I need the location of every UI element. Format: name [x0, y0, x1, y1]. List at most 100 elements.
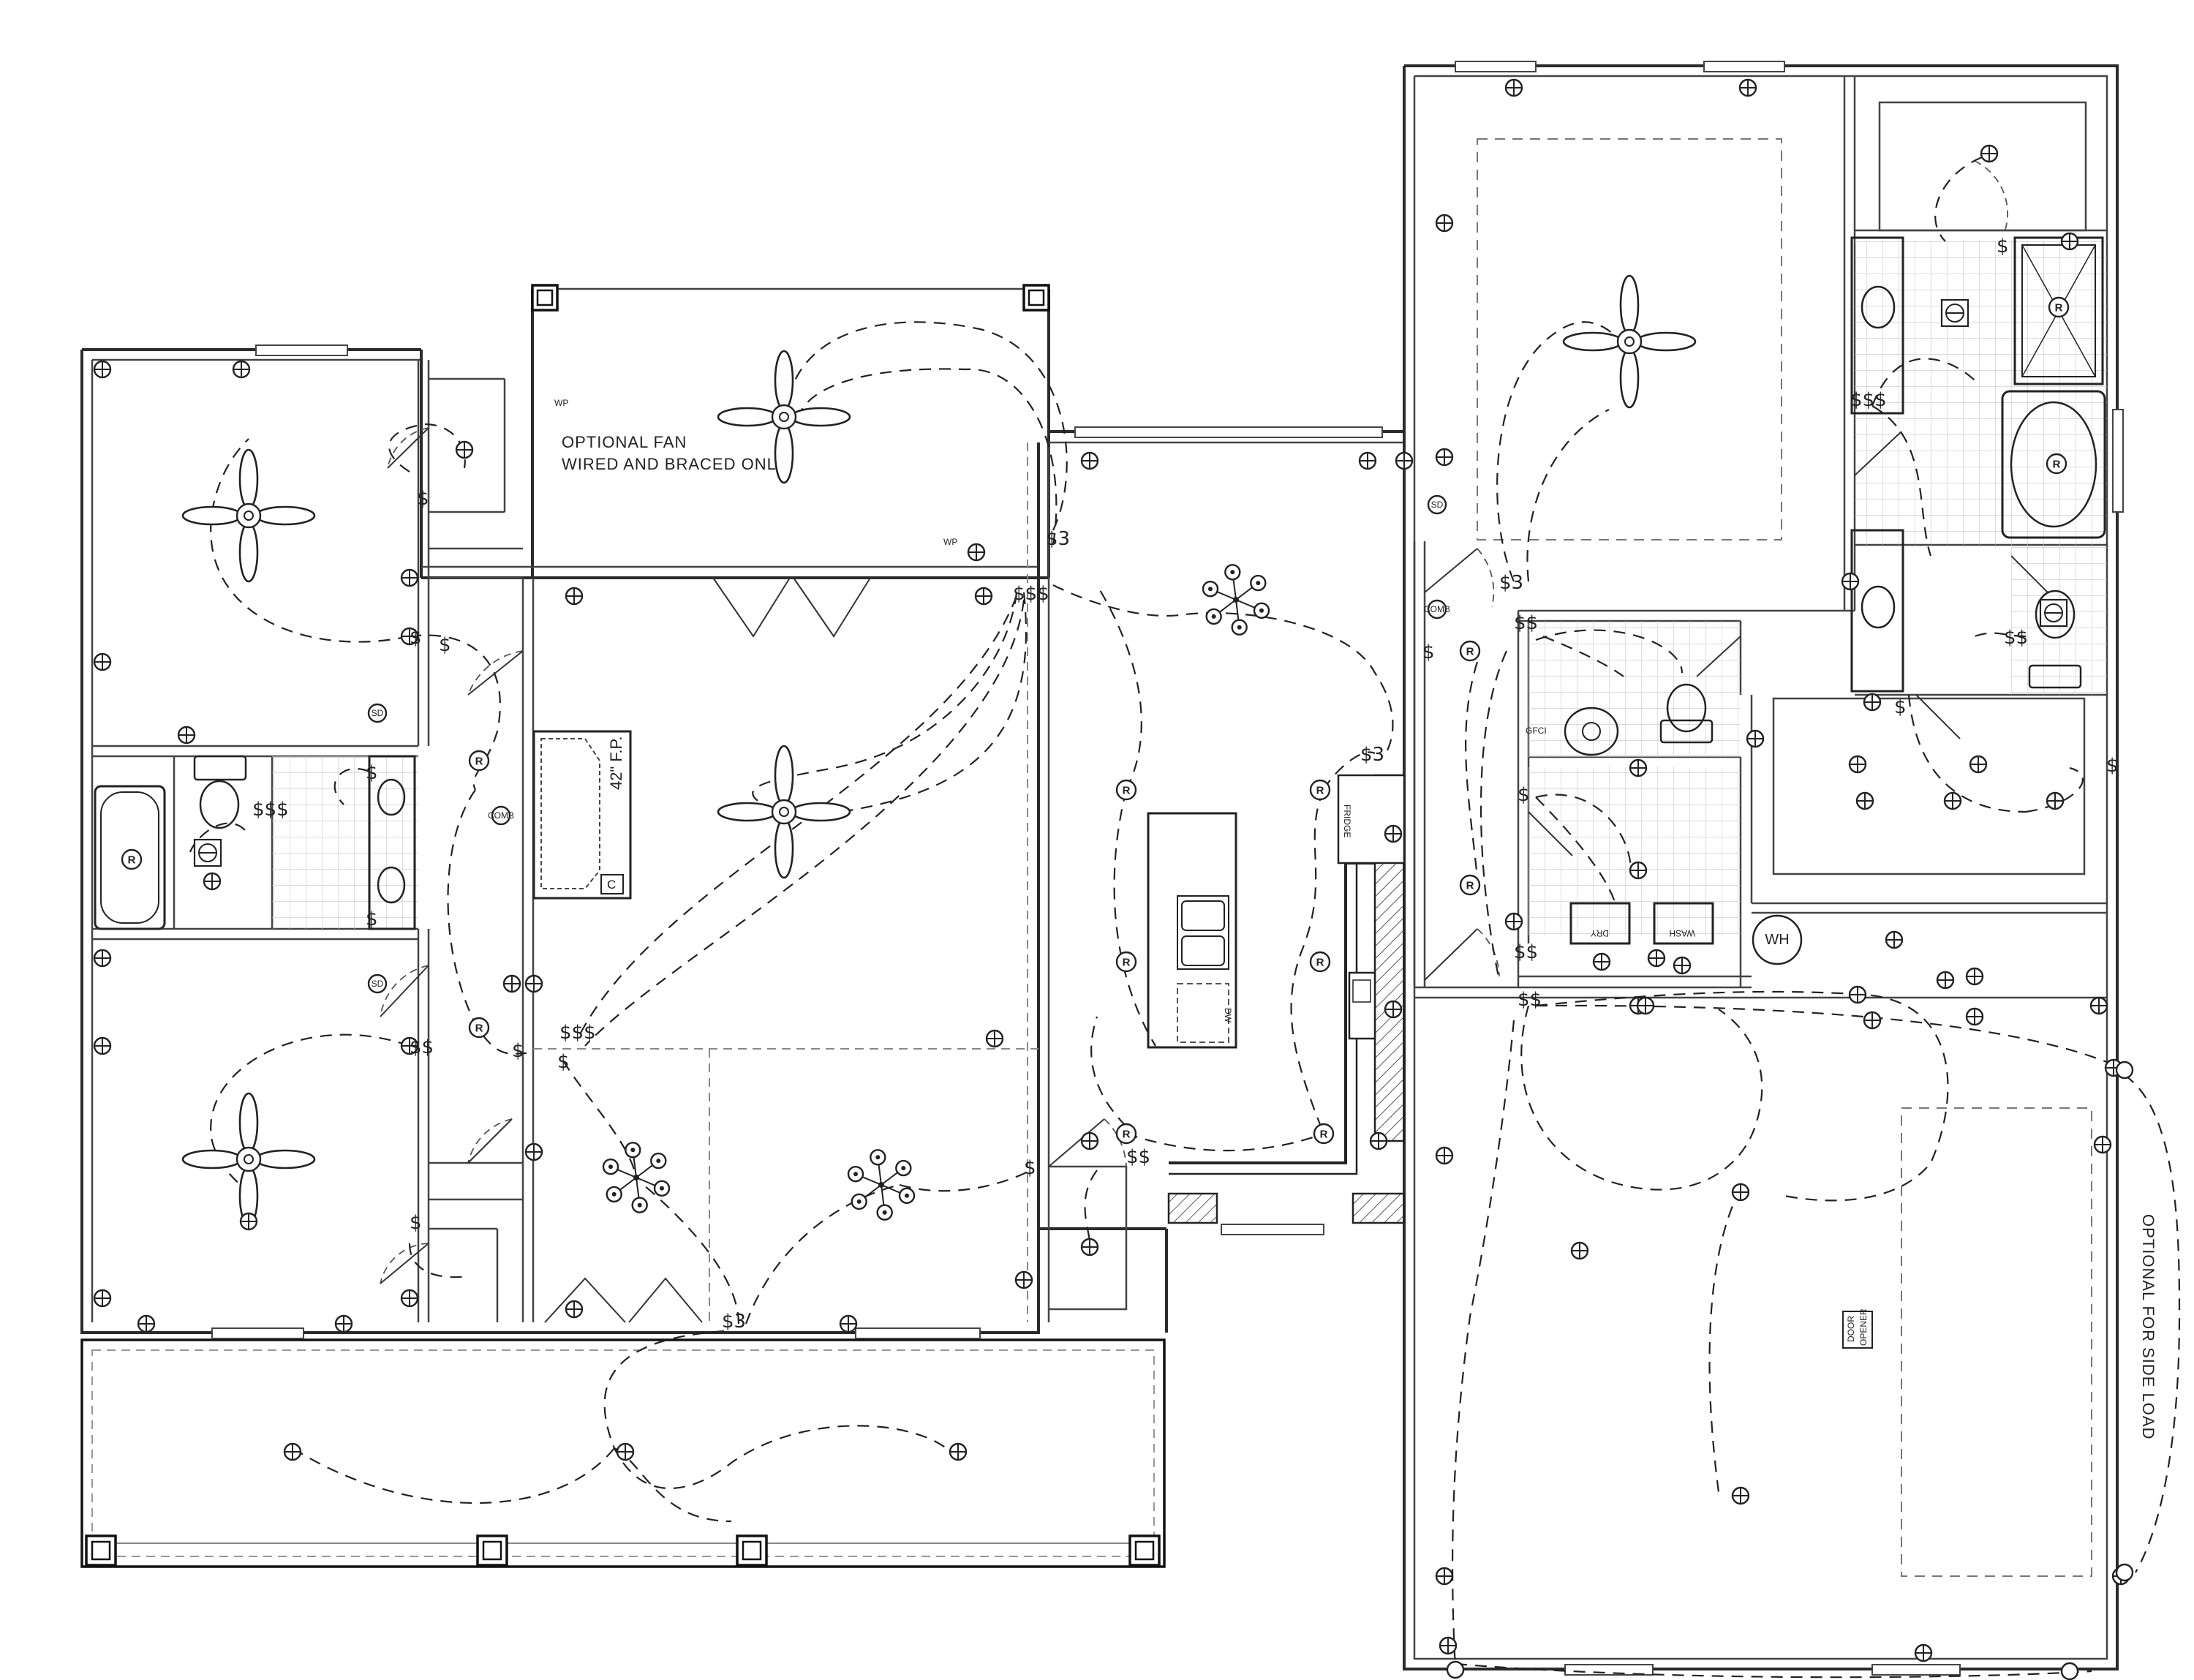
- light-fixture-icon: [502, 974, 521, 993]
- recessed-light-icon: R: [2046, 453, 2067, 475]
- light-fixture-icon: [1647, 949, 1666, 968]
- light-fixture-icon: [1738, 78, 1757, 97]
- recessed-light-icon: R: [468, 1017, 490, 1039]
- ceiling-fan-icon: [1562, 274, 1697, 409]
- light-fixture-icon: [1943, 791, 1962, 810]
- gfci-label: GFCI: [1526, 726, 1547, 736]
- switch-symbol-icon: $: [410, 627, 422, 649]
- porch-post: [1128, 1534, 1161, 1567]
- switch-symbol-icon: $: [557, 1051, 570, 1073]
- light-fixture-icon: [1731, 1183, 1750, 1202]
- light-fixture-icon: [1848, 985, 1867, 1004]
- light-fixture-icon: [1936, 971, 1955, 990]
- svg-text:R: R: [1316, 785, 1324, 797]
- light-fixture-icon: [1369, 1131, 1388, 1150]
- svg-text:SD: SD: [1431, 500, 1444, 510]
- fridge-label: FRIDGE: [1342, 805, 1352, 837]
- chime-label: C: [607, 878, 616, 892]
- wp-label: WP: [943, 537, 957, 547]
- svg-text:R: R: [475, 1022, 483, 1035]
- switch-symbol-icon: $$: [1126, 1146, 1150, 1168]
- light-fixture-icon: [1841, 572, 1860, 591]
- light-fixture-icon: [1914, 1643, 1933, 1662]
- svg-text:R: R: [1466, 646, 1474, 658]
- light-fixture-icon: [239, 1212, 258, 1231]
- light-fixture-icon: [93, 1289, 112, 1308]
- exhaust-fan-icon: [193, 838, 222, 867]
- light-fixture-icon: [1863, 1011, 1882, 1030]
- tile-floors: [272, 241, 2107, 935]
- light-fixture-icon: [1636, 996, 1655, 1015]
- porch-post: [736, 1534, 768, 1567]
- svg-text:COMB: COMB: [1424, 604, 1450, 614]
- light-fixture-icon: [1855, 791, 1874, 810]
- switch-symbol-icon: $: [366, 762, 378, 784]
- switch-symbol-icon: $$$: [559, 1022, 596, 1044]
- fireplace: C 42" F.P.: [532, 730, 632, 900]
- ceiling-fan-icon: [717, 745, 851, 879]
- smoke-detector-icon: COMB: [488, 805, 514, 826]
- light-fixture-icon: [2060, 232, 2079, 251]
- light-fixture-icon: [1848, 755, 1867, 774]
- side-load-arrows: [1446, 1061, 2134, 1680]
- chandelier-icon: [1202, 564, 1270, 636]
- sink-icon: [377, 778, 406, 904]
- light-fixture-icon: [1014, 1270, 1033, 1289]
- light-fixture-icon: [1395, 451, 1414, 470]
- svg-text:R: R: [2055, 302, 2063, 314]
- light-fixture-icon: [1384, 1000, 1403, 1019]
- washer-label: WASH: [1669, 928, 1695, 938]
- light-fixture-icon: [1435, 214, 1454, 233]
- switch-symbol-icon: $$$: [1013, 583, 1049, 605]
- recessed-light-icon: R: [1459, 640, 1481, 662]
- interior-walls: [92, 76, 2107, 1322]
- light-fixture-icon: [1980, 144, 1999, 163]
- switches: $$$$$$$$$$$$$$$$3$$$$$3$$$$3$3$$$$$$$$$$…: [252, 236, 2119, 1333]
- recessed-light-icon: R: [121, 848, 143, 870]
- ceiling-fan-icon: [717, 350, 851, 484]
- switch-symbol-icon: $3: [722, 1311, 746, 1333]
- light-fixture-icon: [1746, 729, 1765, 748]
- light-fixture-icon: [524, 1142, 543, 1161]
- light-fixture-icon: [1080, 1238, 1099, 1257]
- light-fixture-icon: [93, 1036, 112, 1055]
- switch-symbol-icon: $: [1518, 784, 1530, 806]
- switch-symbol-icon: $$: [2004, 627, 2028, 649]
- light-fixture-icon: [1592, 952, 1611, 971]
- switch-symbol-icon: $$: [1518, 989, 1542, 1011]
- svg-text:R: R: [128, 854, 136, 867]
- switch-symbol-icon: $: [2106, 755, 2119, 777]
- ceiling-fans: [181, 274, 1697, 1227]
- light-fixture-icon: [1570, 1241, 1589, 1260]
- svg-text:R: R: [475, 756, 483, 768]
- svg-text:R: R: [1320, 1129, 1328, 1141]
- water-heater: WH: [1752, 914, 1803, 965]
- ceiling-fan-icon: [181, 1092, 316, 1227]
- switch-symbol-icon: $$$: [252, 799, 289, 821]
- svg-text:R: R: [1123, 785, 1131, 797]
- svg-text:SD: SD: [372, 708, 384, 718]
- toilet-icon: [193, 755, 247, 829]
- light-fixture-icon: [1435, 1146, 1454, 1165]
- light-fixture-icon: [2093, 1135, 2112, 1154]
- light-fixture-icon: [985, 1029, 1004, 1048]
- ceiling-fan-icon: [181, 448, 316, 583]
- recessed-light-icon: R: [1115, 951, 1137, 973]
- light-fixture-icon: [232, 360, 251, 379]
- light-fixture-icon: [839, 1314, 858, 1333]
- optional-side-load-label: OPTIONAL FOR SIDE LOAD: [2139, 1214, 2157, 1439]
- light-fixture-icon: [974, 587, 993, 606]
- light-fixture-icon: [949, 1442, 968, 1461]
- smoke-detector-icon: COMB: [1424, 599, 1450, 619]
- switch-symbol-icon: $$$: [1850, 389, 1887, 411]
- light-fixture-icon: [1673, 956, 1692, 975]
- light-fixture-icon: [1629, 861, 1648, 880]
- light-fixtures: [93, 78, 2130, 1662]
- switch-symbol-icon: $: [512, 1040, 524, 1062]
- dishwasher-label: DW: [1223, 1008, 1233, 1023]
- kitchen-island: DW: [1147, 812, 1237, 1049]
- light-fixture-icon: [137, 1314, 156, 1333]
- toilet-icon: [2028, 589, 2082, 689]
- svg-text:R: R: [1466, 880, 1474, 892]
- switch-symbol-icon: $3: [1499, 572, 1523, 594]
